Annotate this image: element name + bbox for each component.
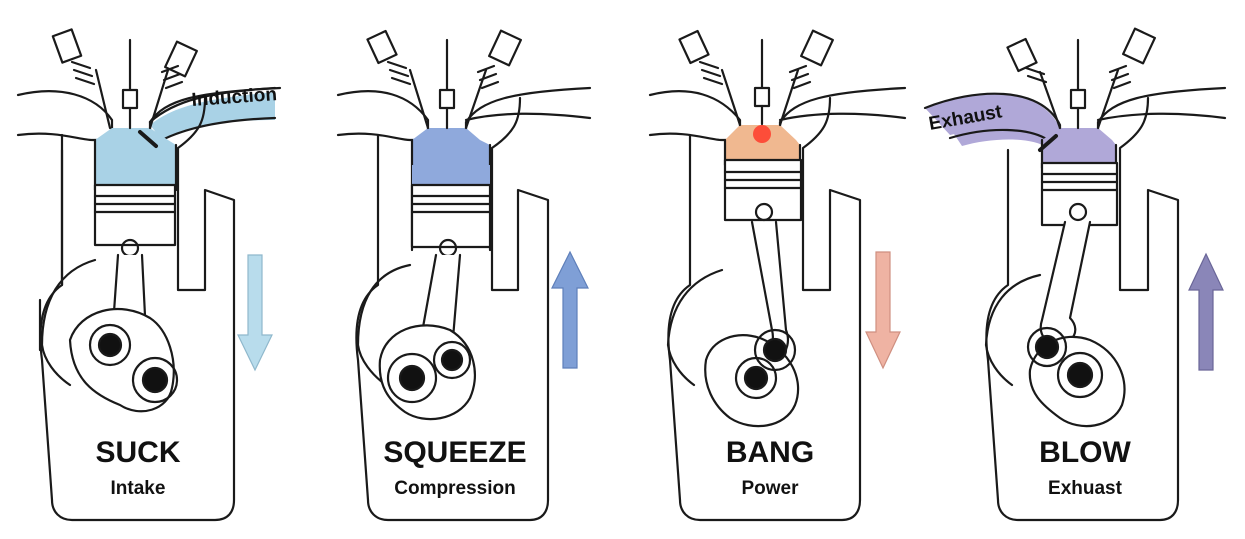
panel-intake-stroke — [16, 28, 282, 522]
stroke-subtitle-power: Power — [741, 478, 799, 499]
combustion-chamber-gas — [1042, 128, 1116, 165]
crank-web — [378, 324, 476, 421]
piston — [93, 183, 177, 247]
combustion-chamber-gas — [95, 128, 176, 185]
intake-runner — [150, 92, 275, 140]
panel-power-stroke — [648, 29, 907, 522]
piston — [723, 158, 803, 222]
stroke-title-compression: SQUEEZE — [383, 436, 526, 469]
spark-glow — [753, 125, 771, 143]
panel-exhaust-stroke — [923, 27, 1227, 522]
stroke-title-intake: SUCK — [95, 436, 180, 469]
stroke-subtitle-exhaust: Exhuast — [1048, 478, 1123, 499]
stroke-title-power: BANG — [726, 436, 814, 469]
stroke-subtitle-intake: Intake — [111, 478, 166, 499]
piston — [1040, 161, 1119, 227]
panel-compression-stroke — [336, 29, 592, 522]
direction-arrow-up-exhaust — [1188, 252, 1224, 371]
stroke-subtitle-compression: Compression — [394, 478, 515, 499]
piston — [410, 183, 492, 249]
direction-arrow-up-compression — [551, 250, 589, 369]
stroke-title-exhaust: BLOW — [1039, 436, 1131, 469]
connecting-rod — [1039, 220, 1092, 346]
direction-arrow-down-intake — [237, 254, 273, 372]
direction-arrow-down-power — [865, 251, 901, 370]
